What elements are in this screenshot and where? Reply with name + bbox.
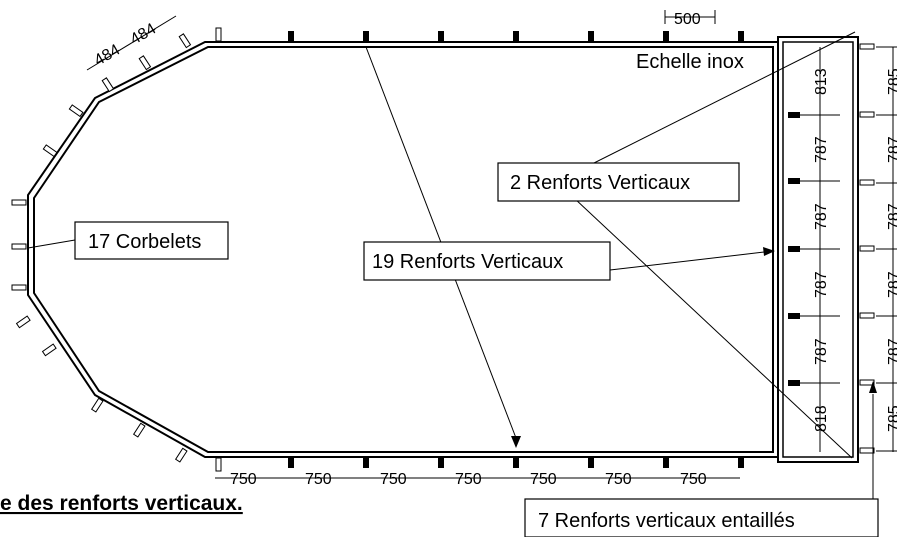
dim-bottom-2: 750	[305, 471, 332, 488]
end-reinforcements	[788, 112, 800, 386]
outer-dimension-line	[876, 46, 897, 452]
label-renforts-19: 19 Renforts Verticaux	[372, 251, 563, 273]
corbelets	[11, 27, 222, 472]
dim-inner-5: 787	[813, 338, 830, 365]
label-box-corbelets: 17 Corbelets	[74, 221, 229, 260]
top-left-dimension	[86, 15, 177, 71]
dim-inner-2: 787	[813, 136, 830, 163]
label-renforts-7: 7 Renforts verticaux entaillés	[538, 510, 795, 532]
drawing-title: e des renforts verticaux.	[0, 492, 243, 515]
dim-inner-6: 818	[813, 405, 830, 432]
dim-bottom-7: 750	[680, 471, 707, 488]
bottom-reinforcements	[288, 457, 744, 468]
dim-outer-6: 785	[886, 405, 897, 432]
label-renforts-2: 2 Renforts Verticaux	[510, 172, 690, 194]
dim-top-left-1: 484	[92, 41, 124, 69]
dim-inner-4: 787	[813, 271, 830, 298]
dim-bottom-4: 750	[455, 471, 482, 488]
label-box-renforts-2: 2 Renforts Verticaux	[497, 162, 740, 202]
dim-bottom-3: 750	[380, 471, 407, 488]
label-box-renforts-19: 19 Renforts Verticaux	[363, 241, 611, 281]
arrowheads	[511, 247, 877, 448]
dim-bottom-6: 750	[605, 471, 632, 488]
notched-reinforcements	[859, 43, 875, 454]
dim-outer-5: 787	[886, 338, 897, 365]
dim-inner-3: 787	[813, 203, 830, 230]
label-echelle: Echelle inox	[636, 51, 744, 73]
inner-dimension-line	[800, 47, 840, 452]
dim-outer-2: 787	[886, 136, 897, 163]
dim-bottom-5: 750	[530, 471, 557, 488]
label-box-renforts-7: 7 Renforts verticaux entaillés	[524, 498, 879, 537]
dim-top-right: 500	[674, 11, 701, 28]
dim-top-left-2: 484	[128, 20, 160, 48]
dim-outer-1: 785	[886, 68, 897, 95]
dim-outer-3: 787	[886, 203, 897, 230]
dim-bottom-1: 750	[230, 471, 257, 488]
top-reinforcements	[288, 31, 744, 42]
end-zone-frame	[777, 36, 859, 463]
dim-inner-1: 813	[813, 68, 830, 95]
dim-outer-4: 787	[886, 271, 897, 298]
top-right-dimension	[664, 10, 716, 24]
label-corbelets: 17 Corbelets	[88, 231, 201, 253]
leader-lines	[27, 31, 874, 512]
